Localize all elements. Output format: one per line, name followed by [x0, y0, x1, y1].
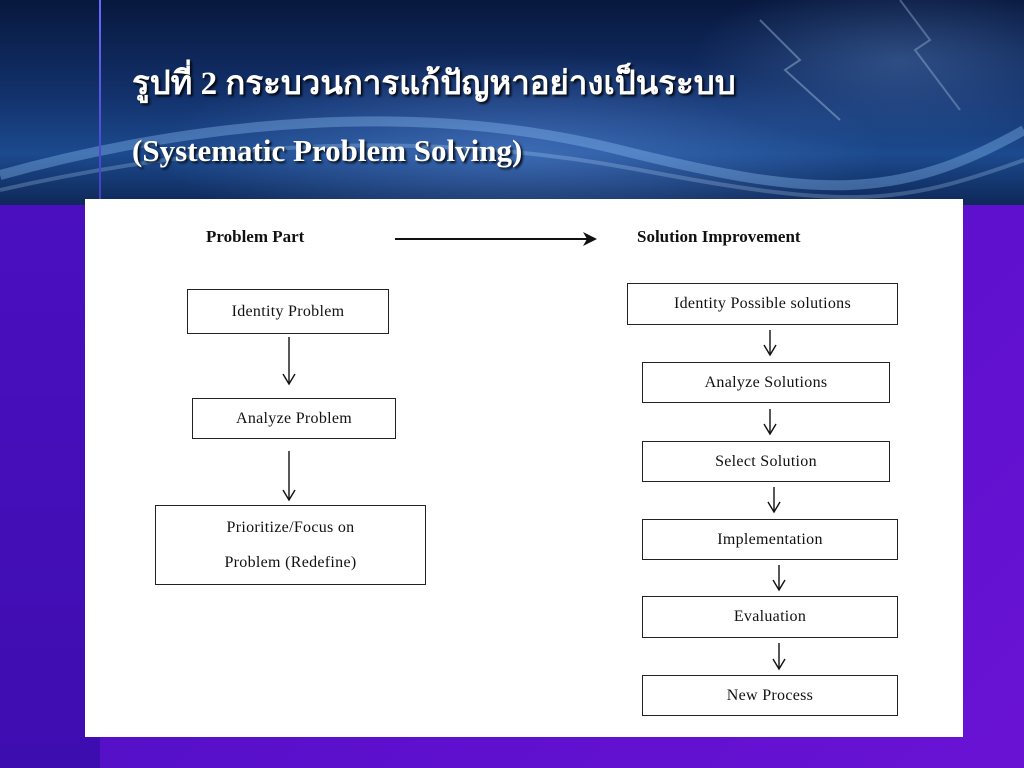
- flowchart-connectors: [282, 232, 786, 671]
- solution-down-arrow-4: [772, 565, 786, 592]
- problem-down-arrow-1: [282, 337, 296, 386]
- problem-down-arrow-2: [282, 451, 296, 502]
- solution-down-arrow-3: [767, 487, 781, 514]
- step-identity-possible-solutions: Identity Possible solutions: [627, 283, 898, 325]
- step-prioritize-line-1: Prioritize/Focus on: [226, 519, 355, 536]
- header-vertical-line: [99, 0, 101, 205]
- header-swoosh-decoration: [0, 0, 1024, 200]
- solution-down-arrow-1: [763, 330, 777, 357]
- solution-improvement-heading: Solution Improvement: [637, 227, 801, 246]
- slide-title-english: (Systematic Problem Solving): [132, 133, 523, 168]
- solution-down-arrow-5: [772, 643, 786, 671]
- left-strip-decoration: [0, 205, 100, 768]
- step-prioritize-line-2: Problem (Redefine): [224, 554, 357, 571]
- step-prioritize-focus: Prioritize/Focus on Problem (Redefine): [155, 505, 426, 585]
- slide-header: รูปที่ 2 กระบวนการแก้ปัญหาอย่างเป็นระบบ …: [0, 0, 1024, 205]
- step-analyze-problem: Analyze Problem: [192, 398, 396, 439]
- step-implementation: Implementation: [642, 519, 898, 560]
- slide-title-thai: รูปที่ 2 กระบวนการแก้ปัญหาอย่างเป็นระบบ: [132, 66, 736, 102]
- step-select-solution: Select Solution: [642, 441, 890, 482]
- step-identity-problem: Identity Problem: [187, 289, 389, 334]
- solution-down-arrow-2: [763, 409, 777, 436]
- problem-part-heading: Problem Part: [206, 227, 305, 246]
- step-new-process: New Process: [642, 675, 898, 716]
- flowchart-panel: Problem Part Solution Improvement Identi…: [85, 199, 963, 737]
- step-analyze-solutions: Analyze Solutions: [642, 362, 890, 403]
- step-evaluation: Evaluation: [642, 596, 898, 638]
